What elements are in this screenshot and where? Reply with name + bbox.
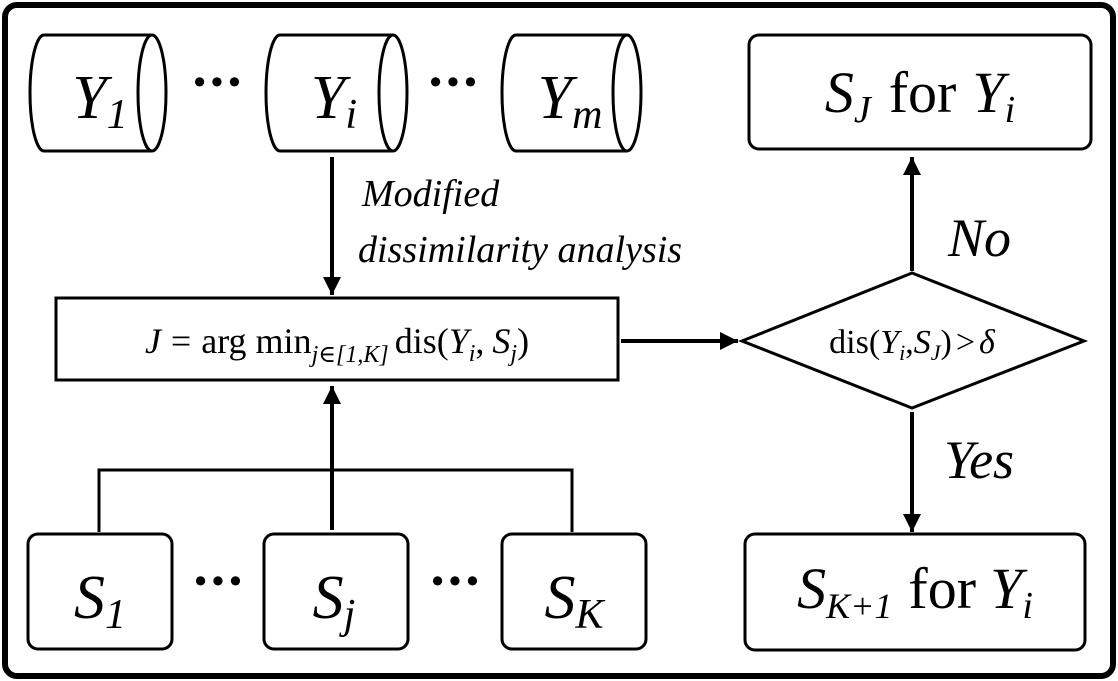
result-yes-s: S: [797, 556, 826, 621]
result-no-for: for: [889, 60, 957, 125]
argmin-y-subscript: i: [469, 341, 476, 367]
subset-sj-base: S: [313, 564, 344, 632]
decision-s-subscript: J: [931, 340, 942, 365]
subset-ellipsis-left: ···: [192, 551, 244, 610]
argmin-equals: =: [171, 321, 191, 361]
result-no-y: Y: [972, 60, 1010, 125]
dataset-y1-subscript: 1: [107, 92, 128, 138]
argmin-s-subscript: j: [507, 341, 517, 367]
subset-bracket: [97, 468, 574, 532]
decision-diamond: dis(Yi,SJ)>δ: [737, 271, 1089, 410]
decision-func: dis(: [829, 324, 880, 361]
result-yes-for: for: [908, 556, 976, 621]
subset-sk-base: S: [544, 564, 575, 632]
result-yes-s-subscript: K+1: [825, 586, 892, 626]
decision-comma: ,: [905, 324, 914, 361]
dataset-ellipsis-left: ···: [191, 52, 243, 111]
svg-text:dis(Yi,SJ)>δ: dis(Yi,SJ)>δ: [829, 324, 996, 365]
argmin-y: Y: [449, 321, 473, 361]
result-no-y-subscript: i: [1005, 89, 1016, 131]
argmin-subscript: j∈[1,K]: [309, 342, 389, 368]
svg-text:Ym: Ym: [538, 64, 603, 138]
dataset-yi-subscript: i: [345, 92, 357, 138]
argmin-comma: ,: [475, 321, 484, 361]
analysis-label-line1: Modified: [361, 173, 500, 215]
svg-text:Yi: Yi: [311, 64, 357, 138]
decision-y: Y: [880, 324, 902, 361]
dataset-y1-base: Y: [72, 64, 112, 132]
dataset-cylinder-y1: Y1: [28, 33, 168, 153]
svg-text:J=arg minj∈[1,K]dis(Yi,Sj): J=arg minj∈[1,K]dis(Yi,Sj): [145, 321, 529, 368]
dataset-ellipsis-right: ···: [427, 52, 479, 111]
subset-sj-subscript: j: [339, 592, 356, 638]
argmin-lhs: J: [145, 321, 163, 361]
analysis-label-line2: dissimilarity analysis: [358, 229, 682, 271]
result-no-s: S: [825, 60, 854, 125]
decision-s: S: [914, 324, 931, 361]
dataset-yi-base: Y: [311, 64, 351, 132]
decision-close: ): [940, 324, 951, 361]
result-yes-y-subscript: i: [1022, 585, 1033, 627]
dataset-ym-subscript: m: [572, 92, 602, 138]
decision-delta: δ: [979, 324, 996, 361]
subset-box-sk: SK: [500, 532, 648, 651]
decision-y-subscript: i: [899, 340, 905, 365]
argmin-func: dis(: [395, 321, 449, 361]
argmin-box: J=arg minj∈[1,K]dis(Yi,Sj): [54, 296, 620, 382]
branch-yes-label: Yes: [944, 430, 1014, 490]
result-yes-y: Y: [990, 556, 1028, 621]
svg-text:Sj: Sj: [313, 564, 356, 638]
subset-s1-base: S: [74, 564, 105, 632]
argmin-operator: arg min: [201, 321, 311, 361]
subset-box-s1: S1: [26, 532, 174, 651]
subset-ellipsis-right: ···: [429, 551, 481, 610]
svg-text:SK: SK: [544, 564, 605, 638]
svg-text:Y1: Y1: [72, 64, 127, 138]
subset-sk-subscript: K: [574, 592, 605, 638]
dataset-ym-base: Y: [538, 64, 578, 132]
branch-no-label: No: [947, 208, 1011, 268]
result-no-s-subscript: J: [854, 89, 873, 131]
argmin-s: S: [492, 321, 510, 361]
subset-s1-subscript: 1: [105, 592, 126, 638]
argmin-close: ): [517, 321, 529, 361]
dataset-cylinder-yi: Yi: [264, 33, 409, 153]
decision-gt: >: [956, 324, 975, 361]
svg-text:S1: S1: [74, 564, 126, 638]
subset-box-sj: Sj: [262, 532, 410, 651]
dataset-cylinder-ym: Ym: [500, 33, 643, 153]
